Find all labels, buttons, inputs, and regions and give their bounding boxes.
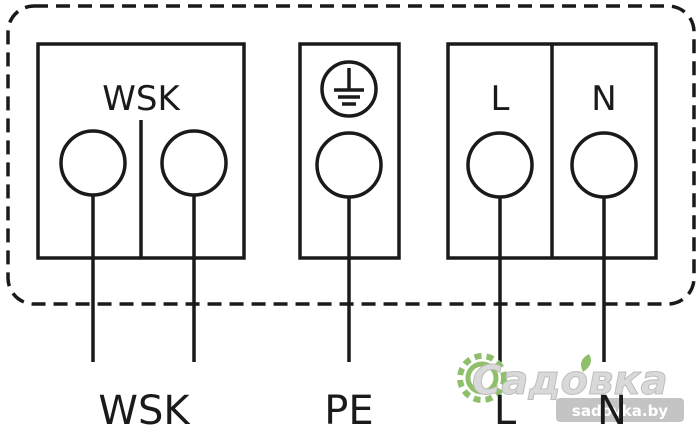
housing-dashed-outline bbox=[6, 4, 696, 306]
earth-ground-icon bbox=[320, 60, 378, 118]
wsk-terminal-1 bbox=[59, 129, 127, 197]
wsk-wire-label: WSK bbox=[98, 388, 191, 434]
pe-terminal bbox=[315, 131, 383, 199]
watermark-url: sadovka.by bbox=[572, 402, 668, 420]
l-terminal-label: L bbox=[491, 79, 510, 119]
watermark-name: Садовка bbox=[472, 358, 668, 404]
leaf-icon bbox=[581, 354, 591, 372]
power-terminal-block: L N bbox=[446, 42, 658, 260]
gear-icon bbox=[457, 353, 507, 403]
watermark-url-badge bbox=[556, 398, 684, 422]
watermark: Садовка sadovka.by bbox=[457, 353, 684, 422]
pe-wire-label: PE bbox=[324, 388, 373, 434]
l-wire-label: L bbox=[494, 388, 517, 434]
wsk-terminal-block: WSK bbox=[36, 42, 246, 260]
wsk-block-label: WSK bbox=[102, 79, 181, 119]
wsk-terminal-2 bbox=[160, 129, 228, 197]
n-wire-label: N bbox=[597, 388, 627, 434]
n-terminal bbox=[570, 131, 638, 199]
l-terminal bbox=[466, 131, 534, 199]
n-terminal-label: N bbox=[591, 79, 616, 119]
